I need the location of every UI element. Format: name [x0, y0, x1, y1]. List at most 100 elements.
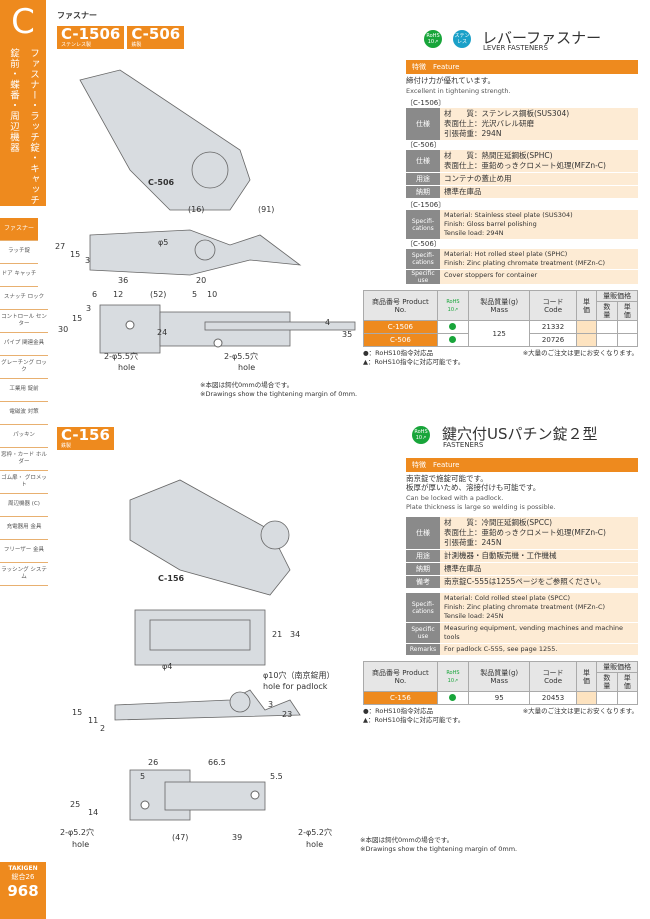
spec-label: 仕様	[406, 108, 440, 140]
chapter-letter: C	[11, 2, 35, 42]
drawing-label: C-506	[148, 178, 175, 187]
dimension-label: 2-φ5.2穴	[60, 828, 94, 837]
spec-content: 材 質：ステンレス鋼板(SUS304)表面仕上：光沢バレル研磨引張荷重：294N	[440, 108, 638, 140]
dimension-label: 39	[232, 833, 243, 842]
spec-label: 納期	[406, 186, 440, 198]
dimension-label: hole for padlock	[263, 682, 328, 691]
side-view-drawing	[89, 229, 302, 276]
spec-line: Finish: Zinc plating chromate treatment …	[444, 603, 606, 611]
dimension-label: hole	[306, 840, 324, 849]
spec-line: Finish: Gloss barrel polishing	[444, 220, 537, 228]
sidebar-item[interactable]: 電磁波 対策	[0, 402, 48, 425]
dimension-label: 15	[72, 708, 83, 717]
sidebar-item[interactable]: ラッチ錠	[0, 241, 38, 264]
dimension-label: hole	[238, 363, 256, 372]
dimension-label: φ10穴（南京錠用）	[263, 671, 335, 680]
dimension-label: 12	[113, 290, 124, 299]
sidebar-item[interactable]: 充電器用 金具	[0, 517, 48, 540]
dimension-label: (16)	[188, 205, 205, 214]
spec-label: Specific use	[406, 623, 440, 643]
catalog-name: 総合26	[11, 873, 35, 881]
sidebar-item[interactable]: 工業用 錠前	[0, 379, 48, 402]
spec-content: 標準在庫品	[440, 563, 638, 575]
spec-content: コンテナの蓋止め用	[440, 173, 638, 185]
sidebar-item[interactable]: ドア キャッチ	[0, 264, 38, 287]
spec-line: Material: Stainless steel plate (SUS304)	[444, 211, 573, 219]
spec-row: 用途計測機器・自動販売機・工作機械	[406, 550, 638, 562]
dimension-label: 35	[342, 330, 353, 339]
spec-line: 引張荷重：245N	[444, 538, 502, 547]
feature-en: Can be locked with a padlock.	[406, 494, 504, 502]
dimension-label: 30	[58, 325, 69, 334]
page-number: 968	[7, 882, 39, 900]
sidebar-item[interactable]: ファスナー	[0, 218, 38, 241]
dimension-label: 2	[100, 724, 106, 733]
spec-line: 材 質：熱間圧延鋼板(SPHC)	[444, 151, 553, 160]
dimension-label: 21	[272, 630, 283, 639]
drawing-note: ※本図は鍔代0mmの場合です。※Drawings show the tighte…	[360, 836, 518, 853]
product2-specs: 特徴 Feature 南京錠で施錠可能です。板厚が厚いため、溶接付けも可能です。…	[363, 458, 639, 725]
dimension-label: 23	[282, 710, 293, 719]
fasteners-en-label: FASTENERS	[39, 220, 46, 264]
sidebar-item[interactable]: フリーザー 金具	[0, 540, 48, 563]
spec-line: 計測機器・自動販売機・工作機械	[444, 551, 557, 560]
product-title-en: LEVER FASTENERS	[483, 44, 548, 52]
spec-line: 材 質：冷間圧延鋼板(SPCC)	[444, 518, 553, 527]
dimension-label: 2-φ5.5穴	[104, 352, 138, 361]
spec-label: 備考	[406, 576, 440, 588]
spec-line: Tensile load: 245N	[444, 612, 504, 620]
feature-en: Excellent in tightening strength.	[406, 87, 511, 95]
drawing-note: ※本図は鍔代0mmの場合です。※Drawings show the tighte…	[200, 381, 358, 398]
sidebar-item[interactable]: グレーチング ロック	[0, 356, 48, 379]
sidebar-item[interactable]: ラッシング システム	[0, 563, 48, 586]
spec-content: Material: Hot rolled steel plate (SPHC)F…	[440, 249, 638, 269]
spec-content: Material: Stainless steel plate (SUS304)…	[440, 210, 638, 239]
spec-label: Specifi-cations	[406, 249, 440, 269]
product-photo	[129, 479, 291, 596]
rohs-legend: ●：RoHS10指令対応品▲：RoHS10指令に対応可能です。	[363, 707, 465, 724]
dimension-label: (52)	[150, 290, 167, 299]
spec-row: 納期標準在庫品	[406, 563, 638, 575]
dimension-label: hole	[118, 363, 136, 372]
sidebar-item[interactable]: スナッチ ロック	[0, 287, 48, 310]
spec-line: Cover stoppers for container	[444, 271, 538, 279]
dimension-label: 25	[70, 800, 81, 809]
product-photo	[79, 69, 251, 211]
product2-drawings	[114, 479, 301, 821]
spec-row: 仕様材 質：熱間圧延鋼板(SPHC)表面仕上：亜鉛めっきクロメート処理(MFZn…	[406, 150, 638, 172]
dimension-label: hole	[72, 840, 90, 849]
sidebar-item[interactable]: ゴム扉・ グロメット	[0, 471, 48, 494]
spec-row: 用途コンテナの蓋止め用	[406, 173, 638, 185]
spec-label: 用途	[406, 550, 440, 562]
dimension-label: 14	[88, 808, 99, 817]
feature-jp: 締付け力が優れています。	[406, 76, 496, 85]
bottom-view-drawing	[129, 769, 266, 821]
dimension-label: (91)	[258, 205, 275, 214]
spec-row: 仕様材 質：ステンレス鋼板(SUS304)表面仕上：光沢バレル研磨引張荷重：29…	[406, 108, 638, 140]
dimension-label: 5	[192, 290, 198, 299]
drawing-label: C-156	[158, 574, 185, 583]
sidebar-item[interactable]: 周辺機器 (C)	[0, 494, 48, 517]
brand-logo: TAKIGEN	[8, 865, 38, 872]
dimension-label: 2-φ5.5穴	[224, 352, 258, 361]
sidebar-item[interactable]: パイプ 関連金具	[0, 333, 48, 356]
sidebar-item[interactable]: 窓枠・カード ホルダー	[0, 448, 48, 471]
product1-specs: 特徴 Feature 締付け力が優れています。 Excellent in tig…	[363, 60, 639, 367]
sidebar-item[interactable]: コントロール センター	[0, 310, 48, 333]
stainless-badge: ステンレス	[453, 30, 471, 48]
dimension-label: 27	[55, 242, 66, 251]
spec-model-heading: 〔C-1506〕	[406, 99, 446, 107]
spec-model-heading: 〔C-1506〕	[406, 201, 446, 209]
dimension-label: 2-φ5.2穴	[298, 828, 332, 837]
sidebar-item[interactable]: パッキン	[0, 425, 48, 448]
spec-content: 南京錠C-555は1255ページをご参照ください。	[440, 576, 638, 588]
dimension-label: 4	[325, 318, 331, 327]
dimension-label: 20	[196, 276, 207, 285]
